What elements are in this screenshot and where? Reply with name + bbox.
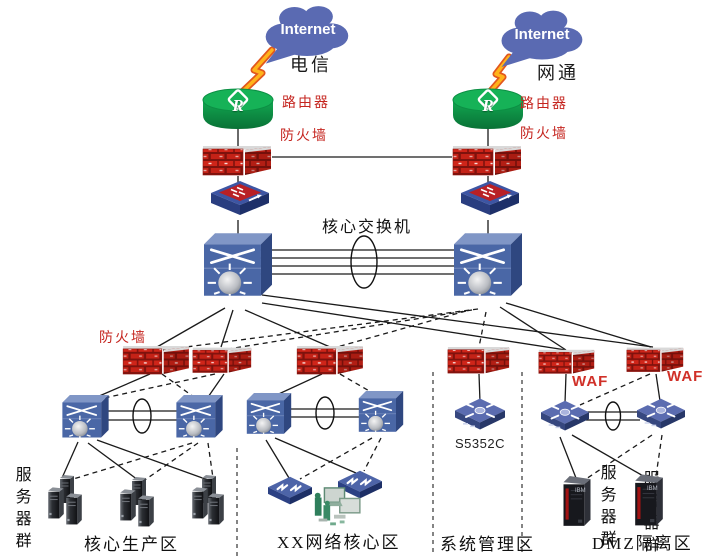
tower-server-icon [207,492,225,526]
server-cluster-label-dmz-front: 服务器群 [597,464,615,552]
zone-label-network-core: XX网络核心区 [277,533,401,552]
isp-label-telecom: 电信 [290,55,332,75]
access-switch-icon-s5352c [455,398,505,431]
tower-server-icon [47,486,65,520]
firewall-label-top-left: 防火墙 [280,129,328,144]
ips-device-icon-left [211,181,269,216]
core-switch-icon-right [454,231,522,298]
ibm-brand-label-left: IBM [575,488,586,494]
multilayer-switch-icon-z1-right [175,395,224,439]
lightning-link-icon-right [485,53,513,97]
firewall-icon-row-4 [447,346,510,374]
waf-firewall-icon-left [538,349,595,374]
isp-label-netcom: 网通 [537,63,579,83]
firewall-icon-row-1 [122,346,190,375]
waf-label-left: WAF [572,373,609,390]
tower-server-icon [137,494,155,528]
internet-label-left: Internet [280,21,336,38]
firewall-row-label: 防火墙 [99,331,147,346]
ips-device-icon-right [461,181,519,216]
tower-server-icon [65,492,83,526]
internet-label-right: Internet [514,26,570,43]
link-aggregation-ellipse [132,235,622,434]
ibm-server-icon-left [562,476,592,527]
ibm-brand-label-right: IBM [647,486,658,492]
firewall-icon-top-left [202,146,272,176]
zone-label-system-mgmt: 系统管理区 [440,535,535,554]
lightning-link-icon-left [236,46,276,98]
waf-label-right: WAF [667,368,704,385]
core-switch-label: 核心交换机 [322,219,413,236]
tower-server-icon [191,486,209,520]
zone-dividers [236,372,523,556]
router-letter-left: R [232,96,244,115]
multilayer-switch-icon-z2-right [357,391,405,433]
ibm-server-icon-right [634,474,664,526]
access-switch-icon-dmz-right [637,398,685,430]
firewall-icon-top-right [452,146,522,176]
access-switch-icon-dmz-left [541,400,589,432]
switch-model-label: S5352C [455,436,505,451]
zone-label-core-production: 核心生产区 [84,535,179,554]
server-cluster-label-left: 服务器群 [12,466,30,554]
multilayer-switch-icon-z2-left [245,393,293,435]
zone-label-dmz: DMZ隔离区 [592,534,693,553]
router-letter-right: R [482,96,494,115]
workgroup-switch-icon-left [268,476,312,506]
router-label-left: 路由器 [282,96,330,111]
tower-server-icon [119,488,137,522]
multilayer-switch-icon-z1-left [61,395,110,439]
firewall-icon-row-3 [296,346,364,375]
firewall-label-top-right: 防火墙 [520,127,568,142]
core-switch-icon-left [204,231,272,298]
router-label-right: 路由器 [520,97,568,112]
firewall-icon-row-2 [192,347,252,373]
